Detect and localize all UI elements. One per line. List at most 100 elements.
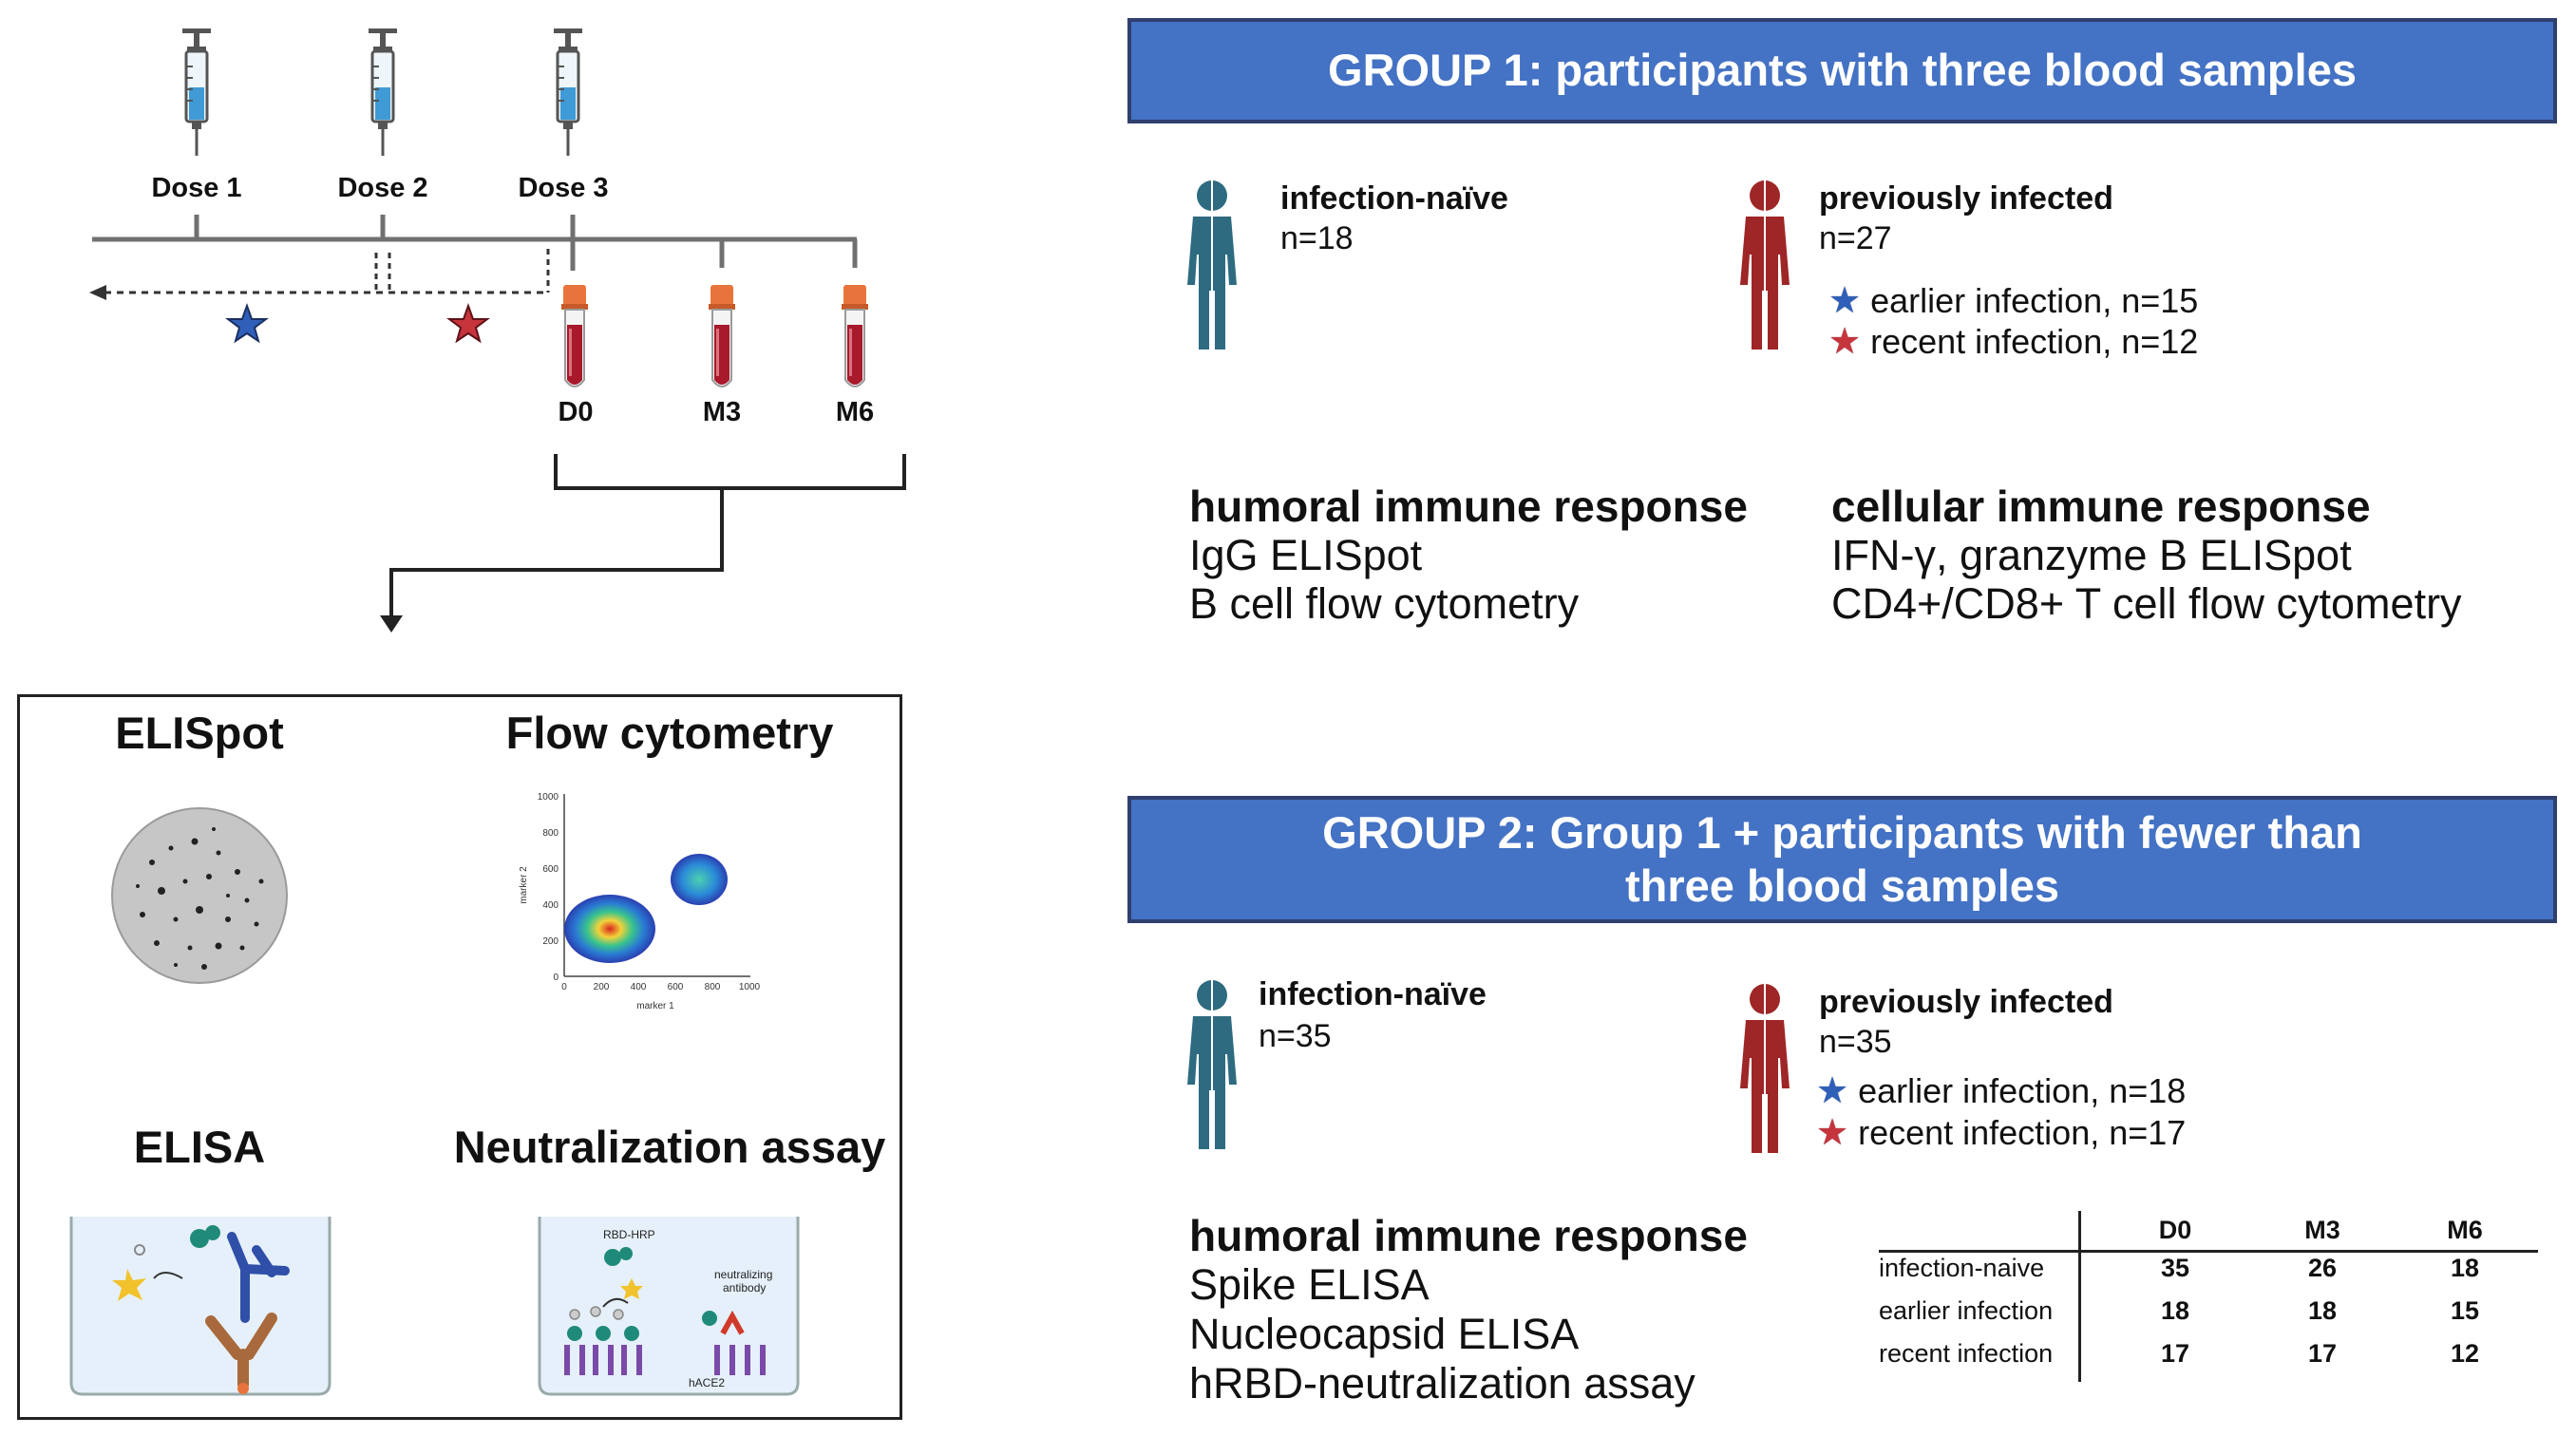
red-star-icon: ★ bbox=[1816, 1113, 1849, 1153]
dose-label: Dose 2 bbox=[337, 173, 428, 203]
blood-tube-icon bbox=[841, 284, 869, 387]
g2-humoral-title: humoral immune response bbox=[1189, 1211, 1748, 1260]
table-row-label: earlier infection bbox=[1879, 1296, 2054, 1325]
g1-cellular-item: IFN-γ, granzyme B ELISpot bbox=[1831, 531, 2352, 579]
table-cell: 26 bbox=[2307, 1254, 2338, 1282]
g2-earlier-text: earlier infection, n=18 bbox=[1858, 1071, 2187, 1110]
g2-recent-text: recent infection, n=17 bbox=[1858, 1113, 2187, 1152]
receptor-label: hACE2 bbox=[689, 1376, 725, 1389]
g1-cellular-block: cellular immune response IFN-γ, granzyme… bbox=[1831, 482, 2462, 629]
flow-cytometry-plot: 0 200 400 600 800 1000 0 200 400 600 800… bbox=[519, 792, 761, 1011]
g1-recent-row: ★ recent infection, n=12 bbox=[1828, 322, 2198, 362]
method-title-elispot: ELISpot bbox=[115, 708, 284, 758]
syringe-icon bbox=[180, 27, 213, 158]
g1-recent-text: recent infection, n=12 bbox=[1870, 322, 2199, 361]
g1-humoral-item: IgG ELISpot bbox=[1189, 531, 1423, 579]
naive-person-icon bbox=[1187, 180, 1237, 350]
infected-person-icon bbox=[1740, 180, 1790, 350]
table-col-header: D0 bbox=[2158, 1216, 2192, 1244]
flow-ytick: 600 bbox=[542, 864, 559, 875]
table-cell: 12 bbox=[2450, 1339, 2480, 1368]
rbd-label: RBD-HRP bbox=[603, 1228, 655, 1241]
red-star-icon: ★ bbox=[1828, 322, 1862, 362]
flow-ylabel: marker 2 bbox=[519, 866, 529, 904]
table-rule bbox=[1879, 1250, 2538, 1253]
flow-ytick: 1000 bbox=[538, 792, 559, 803]
flow-xtick: 1000 bbox=[739, 982, 761, 992]
table-divider bbox=[2078, 1211, 2081, 1382]
flow-xtick: 0 bbox=[561, 982, 567, 992]
flow-ytick: 400 bbox=[542, 900, 559, 911]
table-col-header: M6 bbox=[2447, 1216, 2483, 1244]
methods-box bbox=[17, 694, 902, 1420]
g1-earlier-row: ★ earlier infection, n=15 bbox=[1828, 281, 2198, 321]
g1-humoral-block: humoral immune response IgG ELISpot B ce… bbox=[1189, 482, 1748, 629]
blue-star-icon: ★ bbox=[1816, 1071, 1849, 1111]
g1-infected-title: previously infected bbox=[1819, 180, 2113, 217]
g1-infected-n: n=27 bbox=[1819, 220, 1892, 256]
timepoint-label: D0 bbox=[558, 397, 594, 427]
method-title-flow-cytometry: Flow cytometry bbox=[505, 708, 834, 758]
dose-label: Dose 1 bbox=[151, 173, 242, 203]
g2-earlier-row: ★ earlier infection, n=18 bbox=[1816, 1071, 2186, 1111]
blue-star-icon: ★ bbox=[1828, 281, 1862, 321]
g1-earlier-text: earlier infection, n=15 bbox=[1870, 281, 2199, 320]
table-col-header: M3 bbox=[2304, 1216, 2340, 1244]
flow-ytick: 0 bbox=[553, 973, 559, 983]
flow-ytick: 800 bbox=[542, 828, 559, 839]
g2-infected-n: n=35 bbox=[1819, 1024, 1892, 1060]
g2-humoral-item: Spike ELISA bbox=[1189, 1260, 1430, 1309]
timepoint-bracket bbox=[554, 454, 906, 490]
table-cell: 17 bbox=[2307, 1339, 2338, 1368]
group1-header-text: GROUP 1: participants with three blood s… bbox=[1328, 45, 2357, 96]
g2-infected-title: previously infected bbox=[1819, 984, 2113, 1020]
table-cell: 15 bbox=[2450, 1296, 2480, 1325]
group2-header: GROUP 2: Group 1 + participants with few… bbox=[1127, 796, 2557, 923]
flow-ytick: 200 bbox=[542, 936, 559, 947]
earlier-infection-star-icon bbox=[225, 303, 269, 344]
g1-cellular-item: CD4+/CD8+ T cell flow cytometry bbox=[1831, 579, 2462, 628]
g2-humoral-block: humoral immune response Spike ELISA Nucl… bbox=[1189, 1211, 1748, 1408]
g1-naive-n: n=18 bbox=[1280, 220, 1354, 256]
neutralization-well-image: RBD-HRP neutralizing antibody hACE2 bbox=[538, 1217, 800, 1396]
blood-tube-icon bbox=[708, 284, 736, 387]
group2-header-text: GROUP 2: Group 1 + participants with few… bbox=[1322, 806, 2362, 858]
flow-xtick: 600 bbox=[668, 982, 684, 992]
flow-xlabel: marker 1 bbox=[636, 1001, 674, 1011]
g2-recent-row: ★ recent infection, n=17 bbox=[1816, 1113, 2186, 1153]
flow-xtick: 200 bbox=[594, 982, 610, 992]
g2-humoral-item: hRBD-neutralization assay bbox=[1189, 1359, 1695, 1408]
g1-cellular-title: cellular immune response bbox=[1831, 482, 2371, 531]
g2-naive-title: infection-naïve bbox=[1259, 976, 1487, 1012]
method-title-neutralization: Neutralization assay bbox=[453, 1122, 886, 1172]
group2-header-text: three blood samples bbox=[1624, 860, 2060, 911]
antibody-label: neutralizing bbox=[714, 1268, 772, 1281]
syringe-icon bbox=[552, 27, 584, 158]
timepoint-label: M3 bbox=[702, 397, 742, 427]
group1-header: GROUP 1: participants with three blood s… bbox=[1127, 18, 2557, 123]
method-title-elisa: ELISA bbox=[133, 1122, 266, 1172]
table-cell: 18 bbox=[2450, 1254, 2480, 1282]
infected-person-icon bbox=[1740, 984, 1790, 1153]
naive-person-icon bbox=[1187, 980, 1237, 1149]
g1-humoral-title: humoral immune response bbox=[1189, 482, 1748, 531]
table-row-label: infection-naive bbox=[1879, 1254, 2045, 1282]
flow-xtick: 800 bbox=[705, 982, 721, 992]
table-cell: 18 bbox=[2160, 1296, 2190, 1325]
table-cell: 17 bbox=[2160, 1339, 2190, 1368]
elispot-well-image bbox=[111, 807, 288, 984]
g2-naive-n: n=35 bbox=[1259, 1018, 1332, 1054]
elisa-well-image bbox=[69, 1217, 331, 1396]
antibody-label: antibody bbox=[723, 1281, 766, 1294]
g1-naive-title: infection-naïve bbox=[1280, 180, 1508, 217]
table-cell: 18 bbox=[2307, 1296, 2338, 1325]
flow-arrow bbox=[389, 488, 724, 617]
table-cell: 35 bbox=[2160, 1254, 2190, 1282]
table-row-label: recent infection bbox=[1879, 1339, 2054, 1368]
flow-xtick: 400 bbox=[631, 982, 647, 992]
g1-humoral-item: B cell flow cytometry bbox=[1189, 579, 1580, 628]
g2-humoral-item: Nucleocapsid ELISA bbox=[1189, 1310, 1580, 1358]
timepoint-label: M6 bbox=[835, 397, 875, 427]
recent-infection-star-icon bbox=[446, 303, 490, 344]
timeline-diagram bbox=[89, 27, 906, 633]
